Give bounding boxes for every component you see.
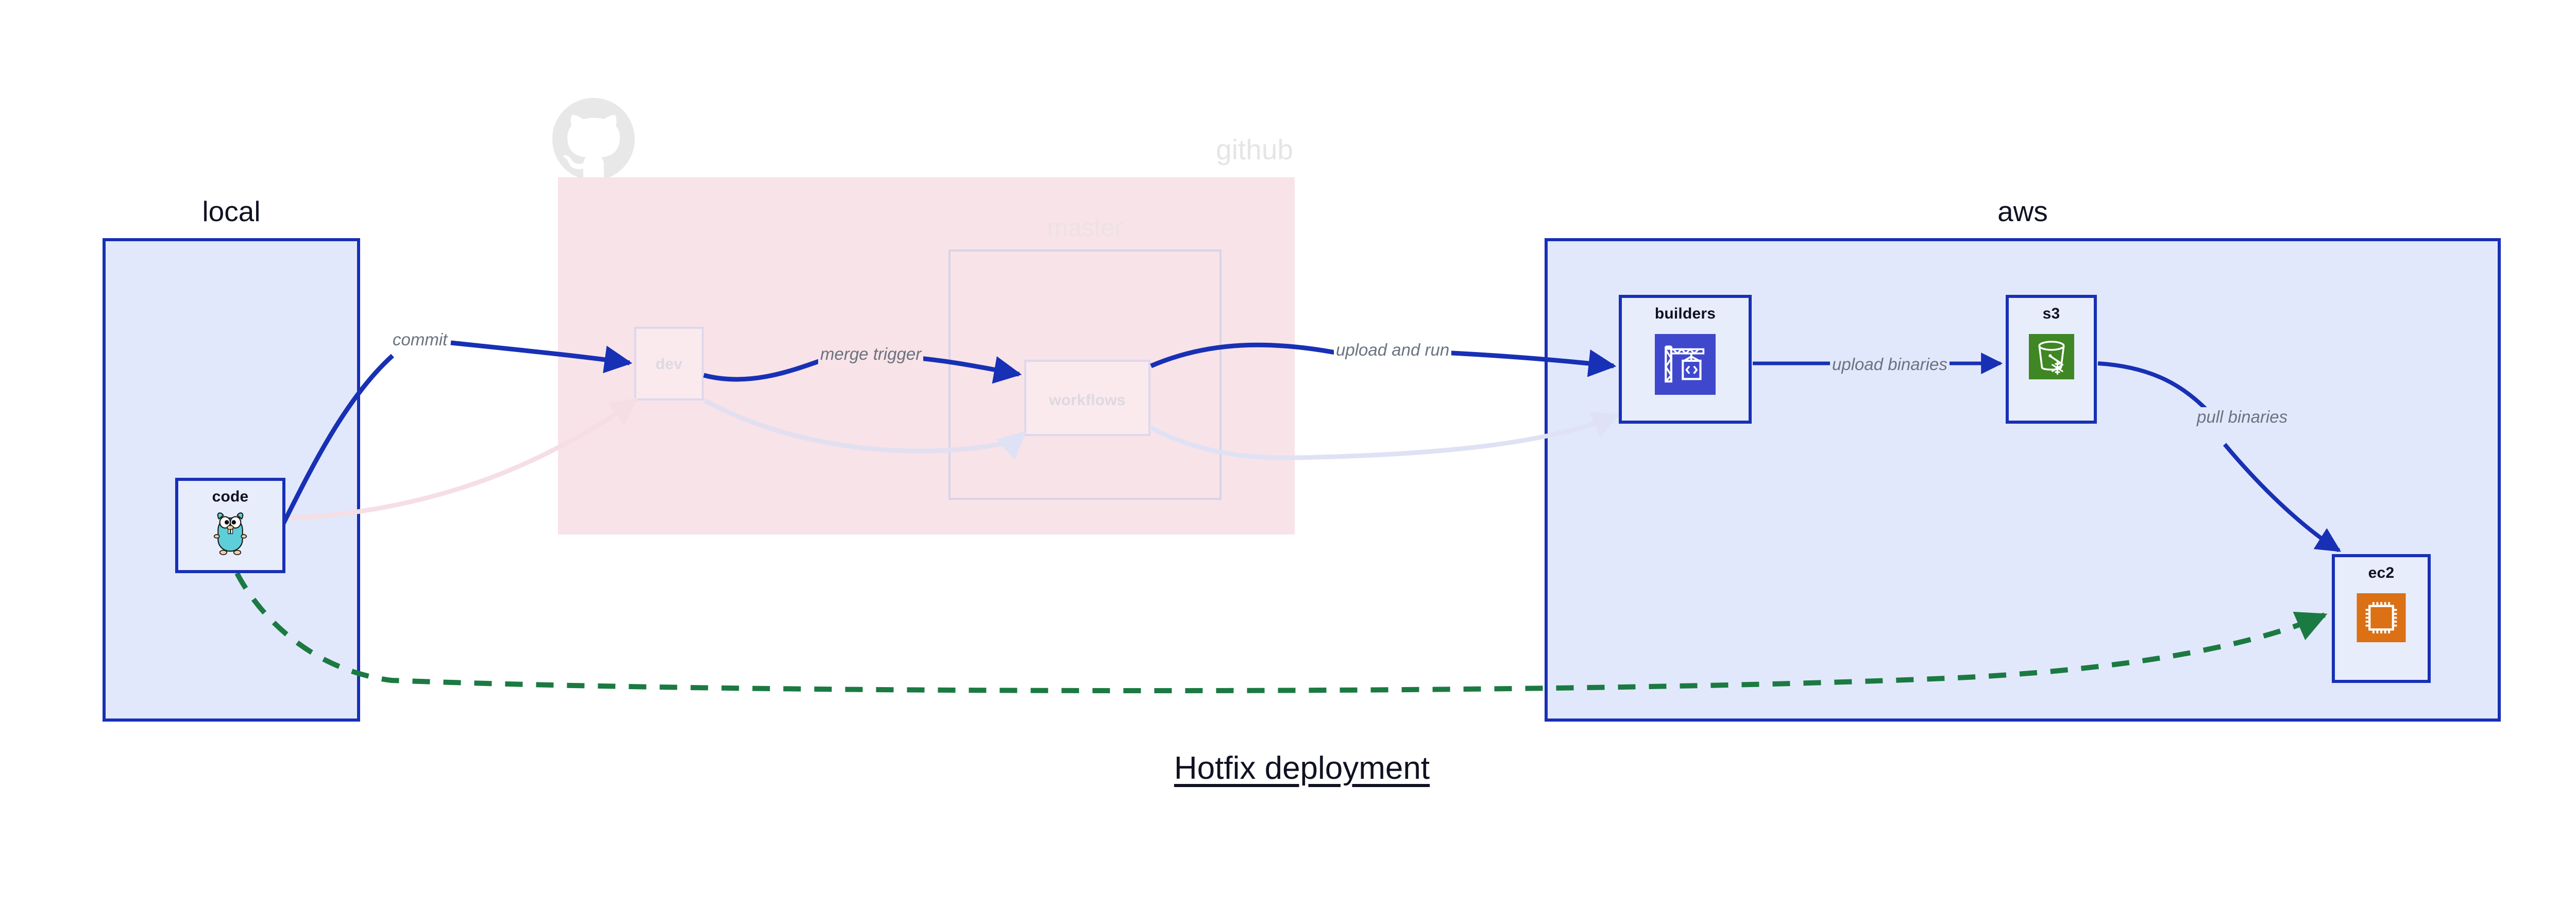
node-workflows[interactable]: workflows [1024, 360, 1150, 436]
edge-label-merge-trigger: merge trigger [818, 344, 924, 364]
node-ec2-label: ec2 [2368, 564, 2395, 581]
node-code-label: code [212, 488, 249, 505]
group-github-label: github [1216, 133, 1293, 165]
page-title: Hotfix deployment [1174, 750, 1430, 786]
go-gopher-icon [213, 512, 247, 555]
edge-label-upload-binaries: upload binaries [1830, 355, 1950, 374]
node-dev[interactable]: dev [634, 327, 704, 400]
node-ec2[interactable]: ec2 [2332, 554, 2431, 683]
node-builders[interactable]: builders [1619, 295, 1752, 424]
node-dev-label: dev [655, 356, 683, 373]
group-aws-label: aws [1997, 195, 2048, 227]
edge-label-pull-binaries: pull binaries [2195, 407, 2290, 427]
node-builders-label: builders [1654, 305, 1716, 322]
github-octocat-icon [552, 98, 635, 179]
node-workflows-label: workflows [1049, 392, 1126, 409]
group-master-label: master [1047, 214, 1123, 242]
edge-label-upload-and-run: upload and run [1334, 340, 1452, 360]
aws-s3-glacier-bucket-icon [2028, 334, 2074, 379]
node-s3[interactable]: s3 [2006, 295, 2097, 424]
edge-label-commit: commit [391, 330, 450, 349]
aws-codebuild-crane-icon [1655, 334, 1716, 395]
node-s3-label: s3 [2042, 305, 2060, 322]
node-code[interactable]: code [175, 478, 285, 573]
group-local-label: local [202, 195, 261, 227]
aws-ec2-cpu-chip-icon [2357, 593, 2406, 642]
